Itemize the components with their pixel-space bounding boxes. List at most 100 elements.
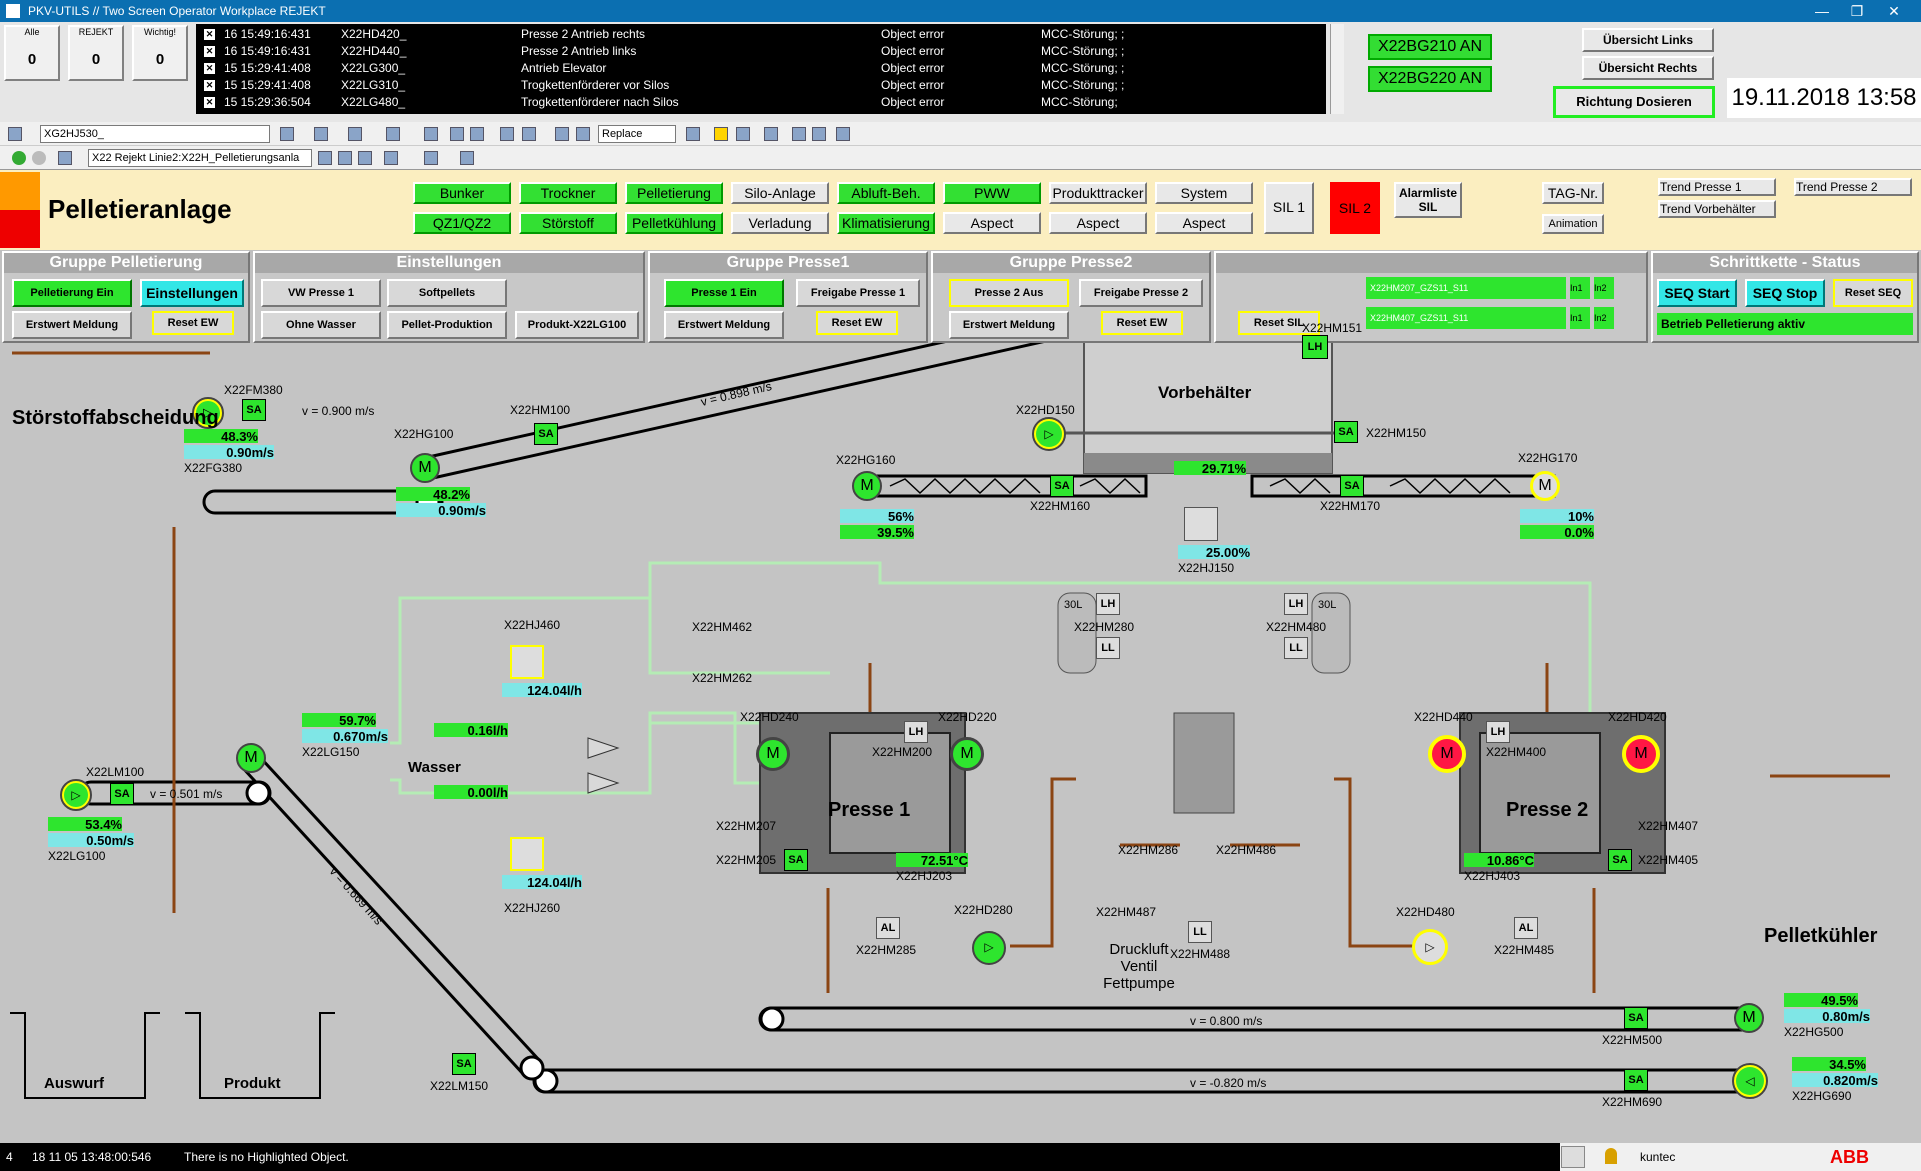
maximize-button[interactable]: ❐ — [1850, 3, 1864, 19]
nav-qz[interactable]: QZ1/QZ2 — [413, 212, 511, 234]
al-indicator[interactable]: AL — [876, 917, 900, 939]
ohne-wasser-button[interactable]: Ohne Wasser — [261, 311, 381, 339]
nav-pelletierung[interactable]: Pelletierung — [625, 182, 723, 204]
sa-indicator[interactable]: SA — [784, 849, 808, 871]
trend-vorbehaelter-button[interactable]: Trend Vorbehälter — [1658, 200, 1776, 218]
motor-hg170-icon[interactable]: M — [1530, 471, 1560, 501]
lh-indicator[interactable]: LH — [1096, 593, 1120, 615]
info-icon[interactable] — [812, 127, 826, 141]
nav-aspect-2[interactable]: Aspect — [1049, 212, 1147, 234]
pelletierung-ein-button[interactable]: Pelletierung Ein — [12, 279, 132, 307]
al-indicator[interactable]: AL — [1514, 917, 1538, 939]
keyboard-icon[interactable] — [1561, 1146, 1585, 1168]
list-icon[interactable] — [470, 127, 484, 141]
seq-start-button[interactable]: SEQ Start — [1657, 279, 1737, 307]
erstwert-meldung-button[interactable]: Erstwert Meldung — [664, 311, 784, 339]
sa-indicator[interactable]: SA — [1050, 475, 1074, 497]
nav-trockner[interactable]: Trockner — [519, 182, 617, 204]
nav-abluft[interactable]: Abluft-Beh. — [837, 182, 935, 204]
presse-2-aus-button[interactable]: Presse 2 Aus — [949, 279, 1069, 307]
nav-verladung[interactable]: Verladung — [731, 212, 829, 234]
motor-lg150-icon[interactable]: M — [236, 743, 266, 773]
tool-icon[interactable] — [686, 127, 700, 141]
close-icon[interactable]: ✕ — [204, 63, 215, 74]
motor-fm380-icon[interactable]: ▷ — [192, 397, 224, 429]
lh-indicator[interactable]: LH — [904, 721, 928, 743]
list-icon[interactable] — [450, 127, 464, 141]
sa-indicator[interactable]: SA — [1608, 849, 1632, 871]
pellet-produktion-button[interactable]: Pellet-Produktion — [387, 311, 507, 339]
pump-hd150-icon[interactable]: ▷ — [1032, 417, 1066, 451]
reset-seq-button[interactable]: Reset SEQ — [1833, 279, 1913, 307]
nav-aspect-1[interactable]: Aspect — [943, 212, 1041, 234]
star-icon[interactable] — [714, 127, 728, 141]
einstellungen-button[interactable]: Einstellungen — [140, 279, 244, 307]
ll-indicator[interactable]: LL — [1284, 637, 1308, 659]
tool-icon[interactable] — [314, 127, 328, 141]
flow-hj260-icon[interactable] — [510, 837, 544, 871]
nav-bunker[interactable]: Bunker — [413, 182, 511, 204]
minimize-button[interactable]: — — [1815, 3, 1829, 19]
trend-presse-2-button[interactable]: Trend Presse 2 — [1794, 178, 1912, 196]
nav-aspect-3[interactable]: Aspect — [1155, 212, 1253, 234]
trend-presse-1-button[interactable]: Trend Presse 1 — [1658, 178, 1776, 196]
lh-indicator[interactable]: LH — [1486, 721, 1510, 743]
tool-icon[interactable] — [764, 127, 778, 141]
nav-produkttracker[interactable]: Produkttracker — [1049, 182, 1147, 204]
uebersicht-links-button[interactable]: Übersicht Links — [1582, 28, 1714, 52]
close-icon[interactable]: ✕ — [204, 97, 215, 108]
ll-indicator[interactable]: LL — [1096, 637, 1120, 659]
tool-icon[interactable] — [500, 127, 514, 141]
reset-ew-button[interactable]: Reset EW — [152, 311, 234, 335]
nav-pww[interactable]: PWW — [943, 182, 1041, 204]
tag-nr-button[interactable]: TAG-Nr. — [1542, 182, 1604, 204]
presse-1-ein-button[interactable]: Presse 1 Ein — [664, 279, 784, 307]
close-icon[interactable]: ✕ — [204, 29, 215, 40]
sa-indicator[interactable]: SA — [242, 399, 266, 421]
tool-icon[interactable] — [424, 151, 438, 165]
freigabe-presse-2-button[interactable]: Freigabe Presse 2 — [1079, 279, 1203, 307]
motor-hm500-icon[interactable]: M — [1734, 1003, 1764, 1033]
path-combo[interactable]: X22 Rejekt Linie2:X22H_Pelletierungsanla — [88, 149, 312, 167]
sa-indicator[interactable]: SA — [534, 423, 558, 445]
nav-klimatisierung[interactable]: Klimatisierung — [837, 212, 935, 234]
nav-pelletkuehlung[interactable]: Pelletkühlung — [625, 212, 723, 234]
reset-ew-button[interactable]: Reset EW — [1101, 311, 1183, 335]
motor-hg690-icon[interactable]: ◁ — [1732, 1063, 1768, 1099]
vw-presse-1-button[interactable]: VW Presse 1 — [261, 279, 381, 307]
pump-hd280-icon[interactable]: ▷ — [972, 931, 1006, 965]
tool-icon[interactable] — [358, 151, 372, 165]
home-icon[interactable] — [58, 151, 72, 165]
tag-combo[interactable]: XG2HJ530_ — [40, 125, 270, 143]
erstwert-meldung-button[interactable]: Erstwert Meldung — [12, 311, 132, 339]
sa-indicator[interactable]: SA — [1624, 1069, 1648, 1091]
close-icon[interactable]: ✕ — [204, 46, 215, 57]
alarm-scrollbar[interactable] — [1330, 24, 1344, 114]
erstwert-meldung-button[interactable]: Erstwert Meldung — [949, 311, 1069, 339]
close-button[interactable]: ✕ — [1888, 3, 1900, 19]
tool-icon[interactable] — [460, 151, 474, 165]
freigabe-presse-1-button[interactable]: Freigabe Presse 1 — [796, 279, 920, 307]
animation-button[interactable]: Animation — [1542, 214, 1604, 234]
sa-indicator[interactable]: SA — [1624, 1007, 1648, 1029]
search-icon[interactable] — [424, 127, 438, 141]
motor-hd420-icon[interactable]: M — [1622, 735, 1660, 773]
tool-icon[interactable] — [338, 151, 352, 165]
softpellets-button[interactable]: Softpellets — [387, 279, 507, 307]
nav-stoerstoff[interactable]: Störstoff — [519, 212, 617, 234]
lh-indicator[interactable]: LH — [1284, 593, 1308, 615]
pump-hd480-icon[interactable]: ▷ — [1412, 929, 1448, 965]
tool-icon[interactable] — [384, 151, 398, 165]
forward-icon[interactable] — [32, 151, 46, 165]
reset-ew-button[interactable]: Reset EW — [816, 311, 898, 335]
lh-indicator[interactable]: LH — [1302, 335, 1328, 359]
print-icon[interactable] — [736, 127, 750, 141]
motor-hd220-icon[interactable]: M — [950, 737, 984, 771]
